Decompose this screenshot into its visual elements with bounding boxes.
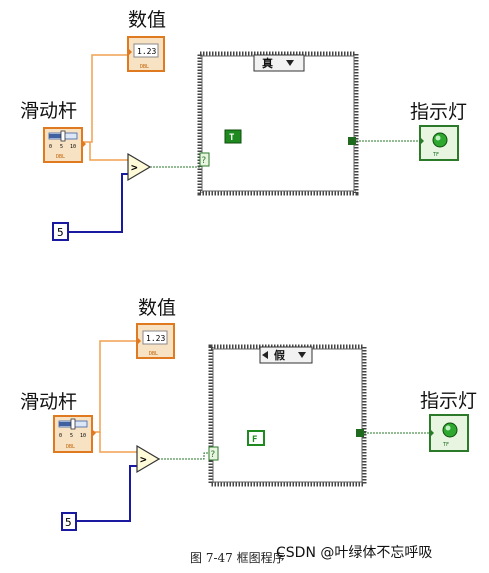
bottom-slider-tick-10: 10 (80, 433, 86, 439)
bottom-led-indicator[interactable]: TF (429, 414, 469, 452)
bottom-slider-tick-0: 0 (59, 433, 62, 439)
bottom-led-dtype: TF (443, 442, 449, 448)
bottom-led-highlight (445, 425, 451, 431)
bottom-case-dropdown-icon[interactable] (298, 352, 306, 358)
top-slider-label: 滑动杆 (20, 100, 77, 122)
bottom-slider-control[interactable]: 0 5 10 DBL (53, 415, 96, 453)
bottom-led-label: 指示灯 (420, 390, 477, 412)
bottom-numeric-display: 1.23 (146, 334, 165, 343)
top-boolean-constant[interactable] (224, 129, 242, 144)
watermark-text: CSDN @叶绿体不忘呼吸 (276, 545, 432, 561)
bottom-orange-wire-to-compare[interactable] (99, 432, 137, 453)
bottom-numeric-constant[interactable]: 5 (61, 512, 77, 531)
top-led-highlight (435, 135, 441, 141)
top-led-icon (432, 132, 448, 148)
bottom-boolean-constant[interactable] (247, 430, 265, 446)
top-slider-output-terminal-icon (82, 140, 86, 148)
top-case-dropdown-icon[interactable] (286, 60, 294, 66)
bottom-slider-fill (59, 422, 73, 426)
top-greater-than-node[interactable]: > (127, 152, 152, 182)
top-slider-tick-0: 0 (49, 144, 52, 150)
bottom-boolean-wire-to-selector[interactable] (158, 452, 209, 460)
bottom-numeric-indicator[interactable]: 1.23 DBL (136, 323, 175, 359)
bottom-case-selector-terminal[interactable] (208, 446, 219, 461)
top-slider-control[interactable]: 0 5 10 DBL (43, 127, 86, 163)
top-boolean-constant-value: T (229, 133, 235, 143)
bottom-led-input-terminal-icon (430, 429, 434, 437)
bottom-led-icon (442, 422, 458, 438)
bottom-boolean-constant-value: F (252, 435, 257, 445)
bottom-slider-dtype: DBL (66, 444, 75, 450)
top-blue-wire-constant[interactable] (68, 173, 128, 233)
top-case-output-tunnel[interactable] (348, 137, 356, 145)
top-numeric-input-terminal-icon (128, 48, 132, 56)
top-numeric-dtype: DBL (140, 64, 149, 70)
greater-than-icon: > (140, 453, 147, 466)
bottom-numeric-input-terminal-icon (137, 337, 141, 345)
top-case-selector-label[interactable] (253, 54, 305, 72)
top-case-structure[interactable]: 真 ? T (197, 51, 359, 196)
top-block-diagram: 数值 1.23 DBL 滑动杆 0 5 10 DBL > (20, 9, 467, 241)
top-slider-tick-10: 10 (70, 144, 76, 150)
top-slider-dtype: DBL (56, 154, 65, 160)
bottom-numeric-label: 数值 (138, 297, 176, 319)
bottom-slider-label: 滑动杆 (20, 391, 77, 413)
top-selector-question-mark: ? (201, 156, 206, 166)
figure-caption: 图 7-47 框图程序 (190, 550, 285, 565)
bottom-orange-wire-to-numeric[interactable] (92, 340, 137, 433)
bottom-constant-value: 5 (65, 516, 72, 529)
bottom-case-output-tunnel[interactable] (356, 429, 364, 437)
bottom-slider-output-terminal-icon (92, 429, 96, 437)
bottom-case-left-arrow-icon[interactable] (262, 351, 268, 359)
bottom-numeric-dtype: DBL (149, 351, 158, 357)
top-led-input-terminal-icon (420, 137, 424, 145)
bottom-selector-question-mark: ? (210, 450, 215, 460)
bottom-case-selector-text: 假 (274, 348, 286, 362)
top-led-indicator[interactable]: TF (419, 125, 459, 161)
top-constant-value: 5 (57, 226, 64, 239)
bottom-slider-thumb-icon (70, 418, 76, 430)
top-numeric-display: 1.23 (137, 47, 156, 56)
bottom-greater-than-node[interactable]: > (136, 444, 161, 474)
top-orange-wire-to-numeric[interactable] (82, 54, 128, 143)
top-led-dtype: TF (433, 152, 439, 158)
bottom-block-diagram: 数值 1.23 DBL 滑动杆 0 5 10 DBL > (20, 297, 477, 531)
top-numeric-indicator[interactable]: 1.23 DBL (127, 36, 165, 72)
top-boolean-wire-to-selector[interactable] (150, 159, 204, 168)
bottom-case-selector-label[interactable] (259, 346, 313, 364)
greater-than-icon: > (131, 161, 138, 174)
bottom-case-structure[interactable]: 假 ? F (208, 344, 367, 487)
top-numeric-constant[interactable]: 5 (52, 222, 69, 241)
bottom-slider-tick-5: 5 (70, 433, 73, 439)
top-slider-tick-5: 5 (60, 144, 63, 150)
top-case-selector-terminal[interactable] (199, 152, 210, 167)
top-slider-thumb-icon (60, 130, 66, 142)
top-led-label: 指示灯 (410, 101, 467, 123)
top-numeric-label: 数值 (128, 9, 166, 31)
top-orange-wire-to-compare[interactable] (89, 142, 128, 161)
top-case-selector-text: 真 (262, 56, 273, 70)
top-slider-fill (49, 134, 63, 138)
bottom-blue-wire-constant[interactable] (76, 465, 137, 522)
